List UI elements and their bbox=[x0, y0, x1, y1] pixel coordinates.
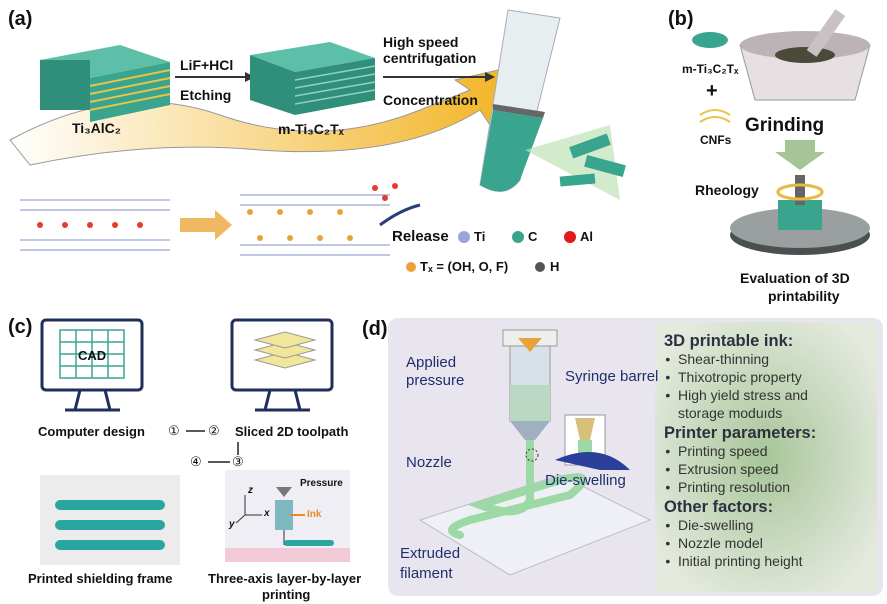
sliced-toolpath-icon bbox=[230, 318, 334, 412]
applied-label-1: Applied bbox=[406, 354, 457, 371]
step-2: ② bbox=[208, 423, 220, 438]
legend-h: H bbox=[550, 259, 560, 274]
al-atoms bbox=[37, 222, 143, 228]
platform bbox=[418, 474, 652, 576]
sliced-toolpath-label: Sliced 2D toolpath bbox=[235, 424, 349, 439]
ink-requirements-list: 3D printable ink: Shear-thinning Thixotr… bbox=[664, 330, 848, 570]
rheology-label: Rheology bbox=[695, 182, 759, 198]
cnfs-label: CNFs bbox=[700, 133, 732, 147]
list-item: Die-swelling bbox=[678, 516, 848, 534]
panel-label-a: (a) bbox=[8, 8, 33, 30]
axis-z: z bbox=[248, 485, 253, 496]
etch-reagent-label: LiF+HCl bbox=[180, 57, 234, 73]
list-item: Printing resolution bbox=[678, 478, 848, 496]
extruded-label-2: filament bbox=[400, 565, 453, 582]
c-atom-icon bbox=[512, 231, 524, 243]
release-label: Release bbox=[392, 228, 449, 245]
flakes-icon bbox=[559, 133, 626, 187]
high-speed-label: High speed bbox=[383, 34, 459, 50]
ti3alc2-atomic-structure bbox=[20, 199, 170, 251]
computer-design-icon bbox=[40, 318, 144, 412]
evaluation-label-2: printability bbox=[768, 288, 840, 304]
section-title: 3D printable ink: bbox=[664, 332, 794, 350]
axis-x: x bbox=[264, 508, 270, 519]
step-1: ① bbox=[168, 423, 180, 438]
grinding-label: Grinding bbox=[745, 115, 825, 136]
tx-atom-icon bbox=[406, 262, 416, 272]
cnf-icon bbox=[699, 109, 731, 123]
syringe-label: Syringe barrel bbox=[565, 368, 659, 385]
mxene-flake-icon bbox=[692, 32, 728, 48]
ti3alc2-stack-icon bbox=[40, 45, 171, 122]
test-tube-icon bbox=[479, 9, 561, 192]
die-swelling-label: Die-swelling bbox=[545, 472, 626, 489]
pressure-label: Pressure bbox=[300, 478, 343, 489]
extruded-filament bbox=[448, 464, 587, 539]
ti3alc2-label: Ti₃AlC₂ bbox=[72, 120, 121, 136]
applied-label-2: pressure bbox=[406, 372, 465, 389]
legend-ti: Ti bbox=[474, 229, 486, 244]
step-4: ④ bbox=[190, 454, 202, 469]
rheometer-icon bbox=[730, 175, 870, 255]
mortar-icon bbox=[739, 9, 871, 101]
panel-label-c: (c) bbox=[8, 316, 33, 338]
list-item: High yield stress and storage moduıds bbox=[678, 386, 848, 422]
centrifugation-label: centrifugation bbox=[383, 50, 477, 66]
printed-frame-label: Printed shielding frame bbox=[28, 571, 173, 586]
three-axis-label-1: Three-axis layer-by-layer bbox=[208, 571, 362, 586]
cad-grid bbox=[59, 329, 125, 379]
m-ti3c2tx-stack-icon bbox=[250, 42, 376, 115]
list-item: Thixotropic property bbox=[678, 368, 848, 386]
list-item: Nozzle model bbox=[678, 534, 848, 552]
list-item: Extrusion speed bbox=[678, 460, 848, 478]
legend-c: C bbox=[528, 229, 538, 244]
list-item: Printing speed bbox=[678, 442, 848, 460]
legend-al: Al bbox=[580, 229, 593, 244]
al-atom-icon bbox=[564, 231, 576, 243]
h-atom-icon bbox=[535, 262, 545, 272]
mxene-label: m-Ti₃C₂Tₓ bbox=[682, 62, 739, 76]
section-title: Printer parameters: bbox=[664, 424, 817, 442]
panel-label-b: (b) bbox=[668, 8, 694, 30]
m-ti3c2tx-label: m-Ti₃C₂Tₓ bbox=[278, 121, 344, 137]
plus-sign: + bbox=[706, 80, 718, 102]
ti-atom-icon bbox=[458, 231, 470, 243]
section-title: Other factors: bbox=[664, 498, 774, 516]
three-axis-label-2: printing bbox=[262, 587, 311, 602]
etch-arrow bbox=[180, 210, 232, 240]
m-ti3c2tx-atomic-structure bbox=[240, 194, 390, 256]
evaluation-label-1: Evaluation of 3D bbox=[740, 270, 850, 286]
axis-y: y bbox=[229, 519, 235, 530]
concentration-label: Concentration bbox=[383, 92, 478, 108]
step-3: ③ bbox=[232, 454, 244, 469]
cad-label: CAD bbox=[78, 348, 107, 363]
list-item: Initial printing height bbox=[678, 552, 848, 570]
extruded-label-1: Extruded bbox=[400, 545, 461, 562]
legend-tx: Tₓ = (OH, O, F) bbox=[420, 259, 509, 274]
nozzle-label: Nozzle bbox=[406, 454, 452, 471]
syringe-icon bbox=[502, 329, 558, 468]
panel-label-d: (d) bbox=[362, 318, 388, 340]
list-item: Shear-thinning bbox=[678, 350, 848, 368]
ink-label: Ink bbox=[307, 509, 322, 520]
computer-design-label: Computer design bbox=[38, 424, 145, 439]
down-arrow bbox=[775, 140, 825, 170]
etching-label: Etching bbox=[180, 87, 232, 103]
